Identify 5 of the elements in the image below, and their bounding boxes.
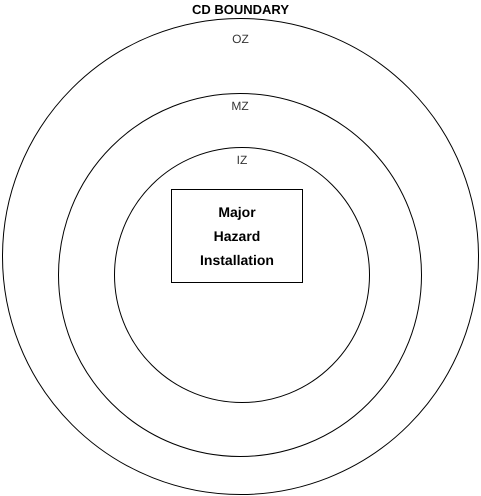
zone-label: IZ [236, 153, 248, 167]
installation-label: Major Hazard Installation [199, 203, 275, 270]
zone-label: OZ [231, 32, 250, 46]
zone-label: MZ [230, 99, 250, 113]
boundary-heading: CD BOUNDARY [190, 2, 290, 17]
